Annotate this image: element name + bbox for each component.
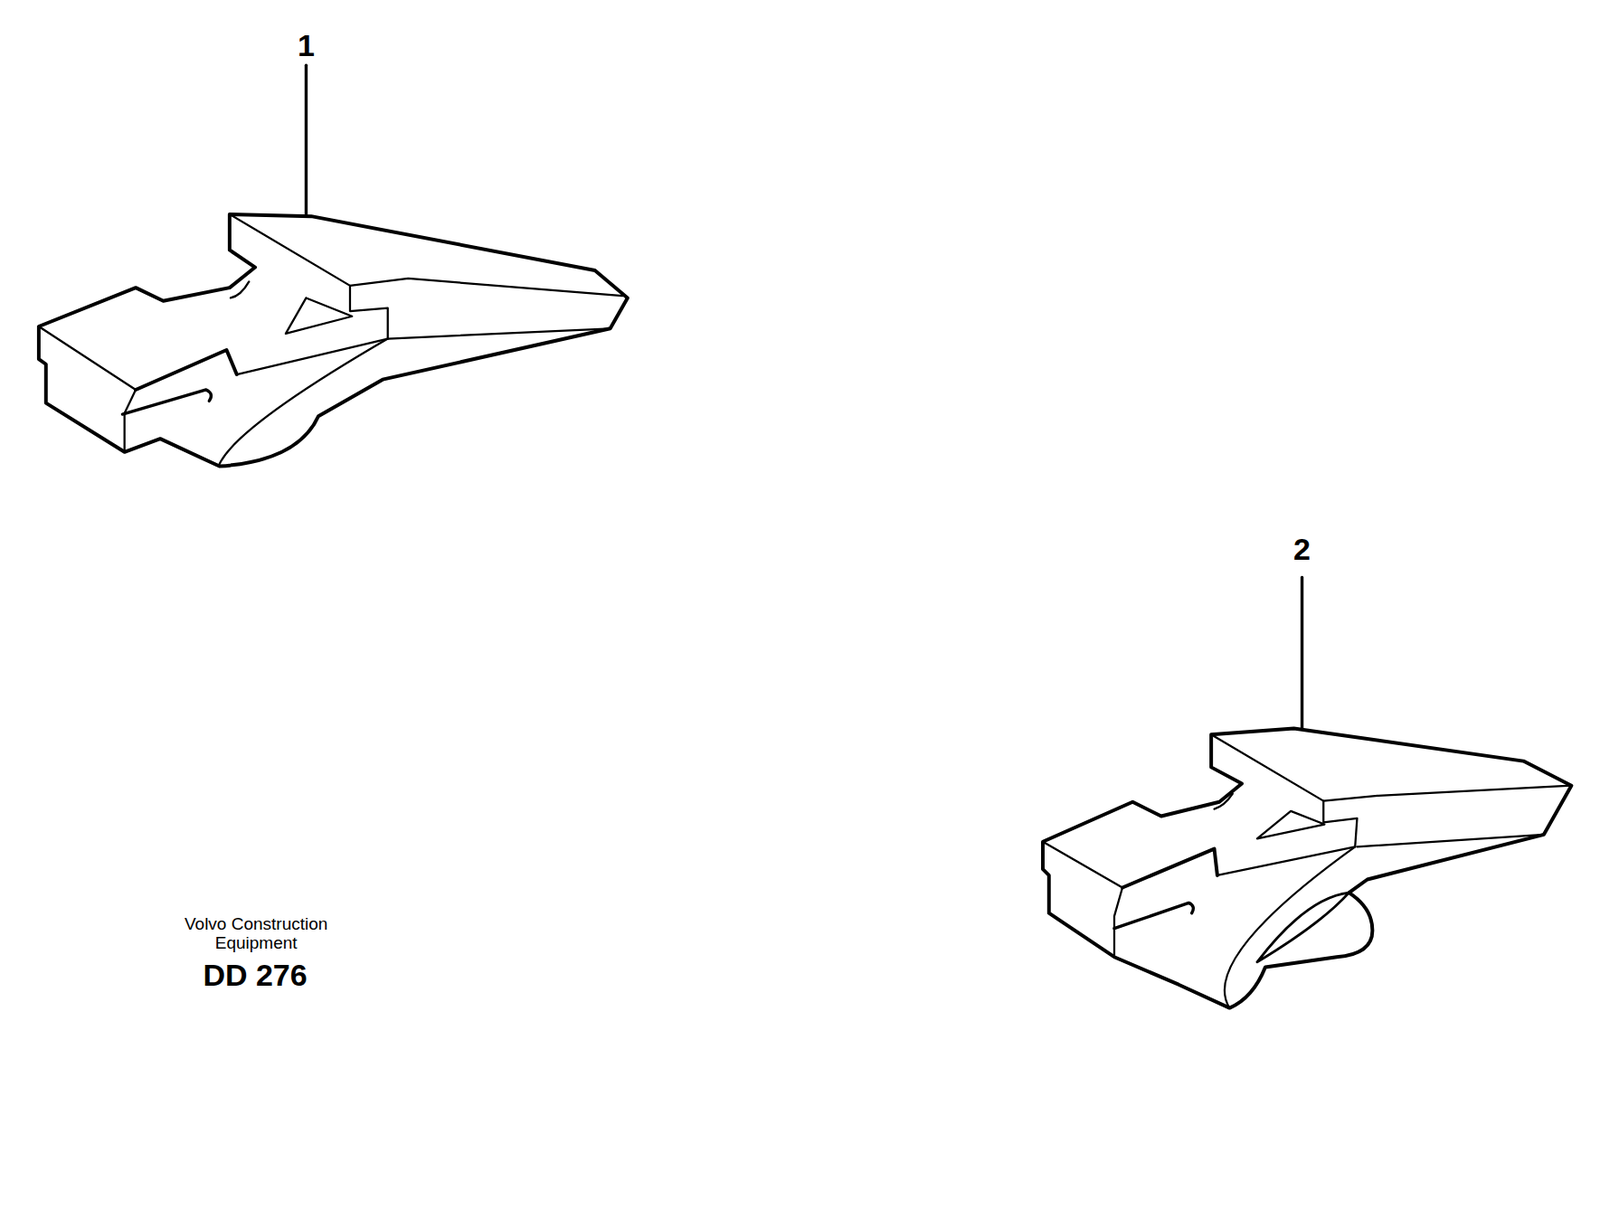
drawing-code: DD 276 — [164, 958, 346, 993]
leader-line — [1300, 577, 1304, 729]
tooth-adapter — [38, 214, 628, 467]
publisher-note: Volvo Construction Equipment — [165, 915, 347, 954]
callout-number: 2 — [1275, 532, 1330, 567]
tooth-adapter — [1042, 728, 1572, 1009]
callout-number: 1 — [278, 28, 333, 63]
leader-line — [304, 65, 308, 215]
